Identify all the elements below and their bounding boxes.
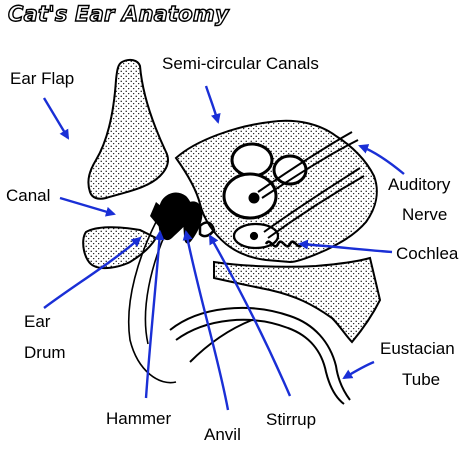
- arrow-cochlea: [298, 239, 393, 254]
- label-ear: Ear: [24, 312, 51, 331]
- label-arrows: [42, 85, 405, 411]
- label-tube: Tube: [402, 370, 441, 389]
- label-anvil: Anvil: [204, 425, 241, 444]
- arrow-canal: [59, 196, 116, 217]
- label-semicircular-canals: Semi-circular Canals: [162, 54, 319, 73]
- arrow-stirrup: [208, 234, 292, 397]
- page-title: Cat's Ear Anatomy: [7, 1, 229, 26]
- arrow-hammer: [144, 230, 165, 399]
- label-ear-flap: Ear Flap: [10, 69, 75, 88]
- label-nerve: Nerve: [402, 205, 448, 224]
- arrow-auditory-nerve: [358, 144, 405, 175]
- arrow-eustacian: [342, 360, 375, 380]
- label-eustacian: Eustacian: [380, 339, 455, 358]
- label-hammer: Hammer: [106, 409, 172, 428]
- auditory-nerve-shape: [257, 131, 365, 239]
- arrow-semicircular: [204, 85, 221, 124]
- ear-flap-shape: [87, 58, 169, 200]
- label-auditory: Auditory: [388, 175, 451, 194]
- semicircular-canals-shape: [222, 142, 308, 220]
- ear-drum-shape: [127, 221, 177, 384]
- label-canal: Canal: [6, 186, 51, 205]
- eustacian-tube-shape: [169, 307, 351, 405]
- label-cochlea: Cochlea: [396, 244, 459, 263]
- arrow-ear-flap: [42, 97, 70, 140]
- label-stirrup: Stirrup: [266, 410, 317, 429]
- arrow-ear-drum: [43, 236, 142, 309]
- lower-bone-shelf: [213, 256, 382, 344]
- label-drum: Drum: [24, 343, 66, 362]
- arrow-anvil: [182, 230, 230, 411]
